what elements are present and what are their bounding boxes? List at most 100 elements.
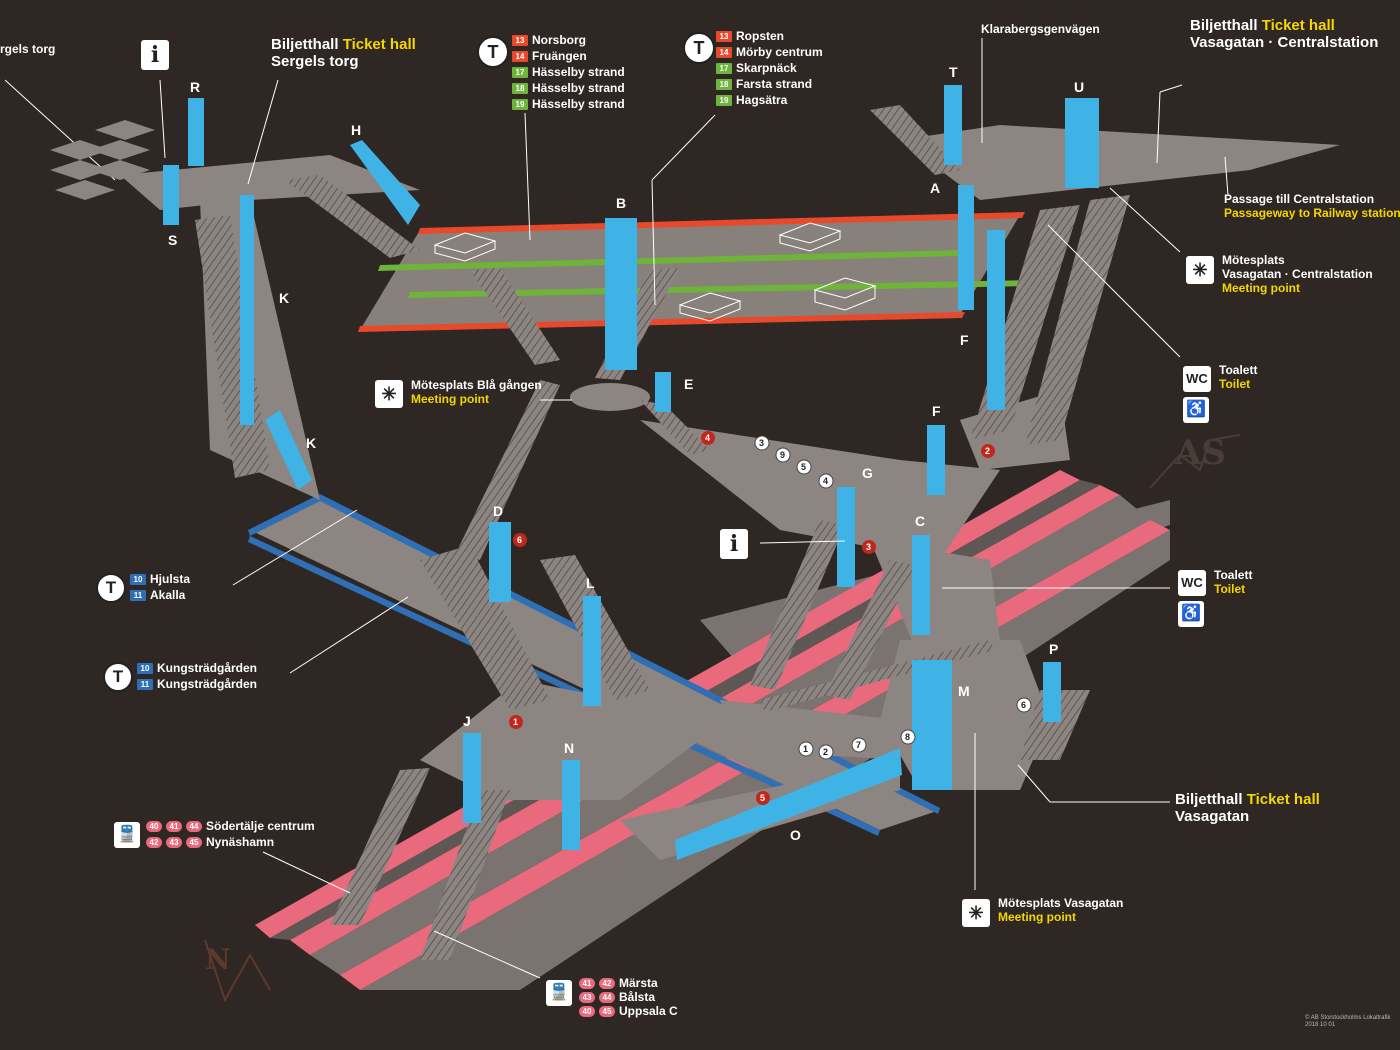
marker-number: 6 xyxy=(1021,700,1027,710)
line-destination: Norsborg xyxy=(532,33,586,47)
wc-icon: WC xyxy=(1183,366,1211,392)
marker-number: 8 xyxy=(905,732,911,742)
red-green-platforms xyxy=(358,212,1035,332)
line-row: 14 Fruängen xyxy=(512,48,625,64)
commuter-badge: 42 xyxy=(146,837,162,849)
info-icon: i xyxy=(720,529,748,559)
commuter-badge: 41 xyxy=(166,821,182,833)
accessible-wc-icon: ♿ xyxy=(1183,397,1209,423)
ticket-hall-sergels: Biljetthall Ticket hall Sergels torg xyxy=(271,36,416,70)
info-icon: i xyxy=(141,40,169,70)
line-row: 13 Ropsten xyxy=(716,28,823,44)
elevator-shafts xyxy=(163,85,1099,860)
line-badge: 10 xyxy=(137,663,153,675)
line-badge: 14 xyxy=(512,51,528,63)
exit-letter: K xyxy=(279,290,290,306)
marker-number: 2 xyxy=(985,446,991,456)
line-row: 11 Kungsträdgården xyxy=(137,676,257,692)
meeting-sv: Mötesplats Vasagatan xyxy=(998,896,1124,910)
ticket-hall-vasagatan: Biljetthall Ticket hall Vasagatan xyxy=(1175,791,1320,825)
metro-icon: T xyxy=(96,573,126,603)
meeting-sv: Mötesplats Blå gången xyxy=(411,378,542,392)
exit-letter: R xyxy=(190,79,201,95)
ticket-hall-name: Vasagatan xyxy=(1175,808,1250,825)
commuter-destination: Nynäshamn xyxy=(206,835,275,849)
line-badge: 17 xyxy=(716,63,732,75)
commuter-badge: 43 xyxy=(166,837,182,849)
graffiti: N xyxy=(205,943,231,976)
line-destination: Kungsträdgården xyxy=(157,661,258,675)
commuter-destination: Bålsta xyxy=(619,990,656,1004)
commuter-destination: Märsta xyxy=(619,976,658,990)
line-badge: 14 xyxy=(716,47,732,59)
ticket-hall-sv: Biljetthall xyxy=(1175,791,1243,808)
line-badge: 11 xyxy=(137,679,153,691)
exit-letter: U xyxy=(1074,79,1085,95)
commuter-destination: Södertälje centrum xyxy=(206,819,315,833)
exit-letter: B xyxy=(616,195,627,211)
line-destination: Akalla xyxy=(150,588,186,602)
ticket-hall-sv: Biljetthall xyxy=(271,36,339,53)
line-destination: Hässelby strand xyxy=(532,97,625,111)
metro-icon: T xyxy=(683,32,715,64)
meeting-sv: Mötesplats xyxy=(1222,253,1285,267)
marker-number: 2 xyxy=(823,747,829,757)
line-row: 10 Kungsträdgården xyxy=(137,660,257,676)
graffiti: AS xyxy=(1175,433,1226,473)
marker-number: 7 xyxy=(856,740,862,750)
street-label: Klarabergsgenvägen xyxy=(981,22,1100,36)
line-destination: Fruängen xyxy=(532,49,587,63)
commuter-badge: 42 xyxy=(599,978,615,990)
exit-letter: D xyxy=(493,503,504,519)
line-row: 14 Mörby centrum xyxy=(716,44,823,60)
exit-letter: S xyxy=(168,232,178,248)
line-destination: Mörby centrum xyxy=(736,45,823,59)
line-destination: Ropsten xyxy=(736,29,784,43)
line-badge: 13 xyxy=(512,35,528,47)
exit-letter: F xyxy=(960,332,969,348)
marker-number: 3 xyxy=(866,542,872,552)
line-badge: 18 xyxy=(512,83,528,95)
red-markers xyxy=(509,431,995,805)
exit-letter: O xyxy=(790,827,801,843)
exit-letter: E xyxy=(684,376,694,392)
line-badge: 17 xyxy=(512,67,528,79)
exit-letter: K xyxy=(306,435,317,451)
line-destination: Skarpnäck xyxy=(736,61,797,75)
white-markers xyxy=(754,435,1032,760)
line-destination: Kungsträdgården xyxy=(157,677,258,691)
edge-label: rgels torg xyxy=(0,42,56,56)
ticket-hall-centralstation: Biljetthall Ticket hall Vasagatan · Cent… xyxy=(1190,17,1378,51)
ticket-hall-sv: Biljetthall xyxy=(1190,17,1258,34)
commuter-badge: 44 xyxy=(186,821,202,833)
commuter-badge: 44 xyxy=(599,992,615,1004)
marker-number: 1 xyxy=(513,717,519,727)
ticket-hall-en: Ticket hall xyxy=(342,36,416,53)
meeting-sv-2: Vasagatan · Centralstation xyxy=(1222,267,1373,281)
ticket-hall-name: Sergels torg xyxy=(271,53,359,70)
commuter-badge: 45 xyxy=(599,1006,615,1018)
toilet-en: Toilet xyxy=(1214,582,1246,596)
exit-letter: A xyxy=(930,180,941,196)
line-badge: 13 xyxy=(716,31,732,43)
commuter-train-icon: 🚆 xyxy=(114,822,140,848)
marker-number: 3 xyxy=(759,438,765,448)
marker-number: 1 xyxy=(803,744,809,754)
toilet-en: Toilet xyxy=(1219,377,1251,391)
copyright: © AB Storstockholms Lokaltrafik 2018 10 … xyxy=(1305,1015,1390,1029)
marker-number: 4 xyxy=(823,476,829,486)
line-destination: Hagsätra xyxy=(736,93,788,107)
toilet-sv: Toalett xyxy=(1219,363,1258,377)
exit-letter: T xyxy=(949,64,958,80)
copyright-date: 2018 10 01 xyxy=(1305,1022,1336,1028)
commuter-destination: Uppsala C xyxy=(619,1004,678,1018)
